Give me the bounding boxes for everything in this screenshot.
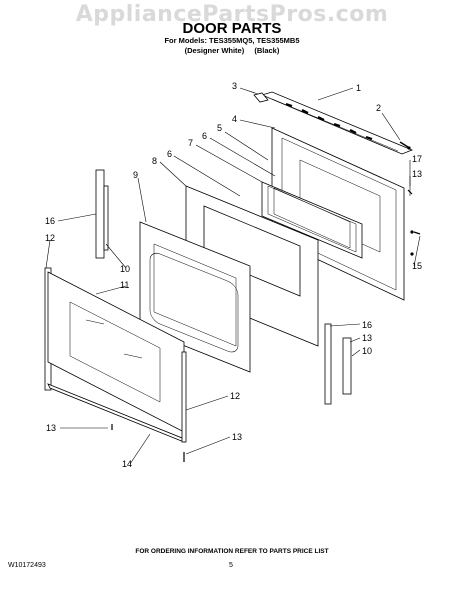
callout-11: 11 — [120, 280, 129, 290]
variant-black: (Black) — [254, 46, 280, 55]
callout-12a: 12 — [45, 233, 55, 243]
document-number: W10172493 — [8, 562, 46, 569]
callout-17: 17 — [412, 154, 422, 164]
variants-line: (Designer White) (Black) — [0, 46, 464, 55]
callout-13b: 13 — [362, 333, 372, 343]
callout-9: 9 — [133, 170, 138, 180]
page-title: DOOR PARTS — [182, 20, 282, 37]
callout-8: 8 — [152, 156, 157, 166]
callout-16b: 16 — [362, 320, 372, 330]
part-side-trim — [181, 351, 187, 443]
callout-10a: 10 — [120, 264, 130, 274]
page-number: 5 — [229, 562, 233, 569]
callout-7: 7 — [188, 138, 193, 148]
watermark: AppliancePartsPros.com — [75, 2, 389, 27]
callout-14: 14 — [122, 459, 132, 469]
part-right-hinge — [324, 323, 352, 405]
callout-16a: 16 — [45, 216, 55, 226]
callout-4: 4 — [232, 114, 237, 124]
callout-labels: 1 2 3 4 5 6 7 8 6 9 16 12 10 11 17 13 15… — [45, 81, 422, 469]
callout-15: 15 — [412, 261, 422, 271]
leader-lines — [45, 87, 421, 465]
callout-13c: 13 — [46, 423, 56, 433]
part-screw-2 — [399, 141, 411, 150]
callout-6b: 6 — [167, 149, 172, 159]
part-vent-trim — [260, 91, 414, 155]
part-glass-frame — [261, 181, 363, 259]
callout-2: 2 — [376, 103, 381, 113]
callout-3: 3 — [232, 81, 237, 91]
callout-13d: 13 — [232, 432, 242, 442]
variant-white: (Designer White) — [184, 46, 245, 55]
models-line: For Models: TES355MQ5, TES355MB5 — [164, 36, 300, 45]
callout-13a: 13 — [412, 169, 422, 179]
ordering-note: FOR ORDERING INFORMATION REFER TO PARTS … — [135, 548, 329, 555]
callout-12b: 12 — [230, 391, 240, 401]
callout-10b: 10 — [362, 346, 372, 356]
callout-6a: 6 — [202, 131, 207, 141]
part-trim-end — [253, 92, 269, 103]
callout-1: 1 — [356, 83, 361, 93]
part-screw-15 — [413, 231, 421, 235]
callout-5: 5 — [217, 123, 222, 133]
